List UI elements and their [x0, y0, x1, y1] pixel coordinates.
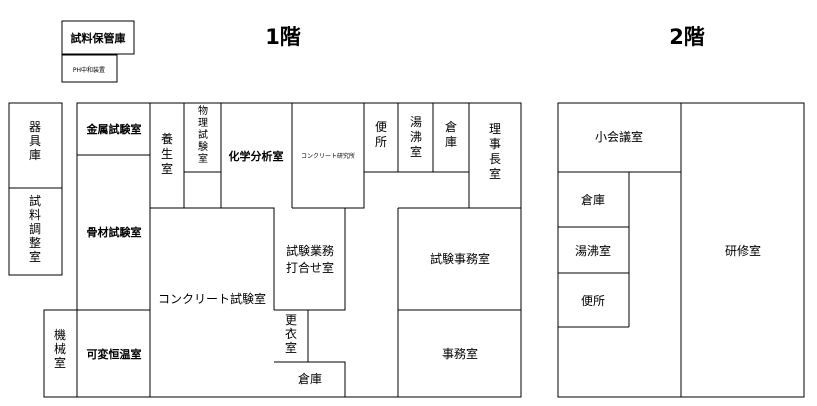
room-kettle-2f: 湯沸室 — [575, 243, 611, 258]
room-sample-storage: 試料保管庫 — [71, 31, 126, 45]
room-training: 研修室 — [725, 243, 761, 258]
wall-sample-storage — [61, 20, 135, 55]
room-small-meeting: 小会議室 — [595, 129, 643, 144]
floor2-heading: 2階 — [669, 25, 705, 49]
wall-floor1-main — [76, 102, 522, 398]
room-test-office: 試験事務室 — [430, 251, 490, 266]
room-concrete-test: コンクリート試験室 — [158, 291, 266, 306]
wall-sample-prep — [8, 187, 63, 276]
room-storage-2f: 倉庫 — [581, 192, 605, 207]
room-ph-neutralizer: PH中和装置 — [73, 66, 105, 74]
room-sample-prep: 試料調整室 — [29, 193, 41, 264]
room-storage-1f-small: 倉庫 — [445, 119, 457, 149]
room-kettle-1f: 湯沸室 — [410, 115, 422, 159]
floor1-heading: 1階 — [265, 25, 301, 49]
room-equipment-store: 器具庫 — [29, 120, 41, 162]
room-changing: 更衣室 — [285, 313, 297, 355]
room-chemistry: 化学分析室 — [229, 149, 284, 163]
room-director: 理事長室 — [489, 122, 501, 181]
room-physics-test: 物理試験室 — [198, 104, 208, 165]
room-machine-room: 機械室 — [54, 327, 66, 370]
room-aggregate-test: 骨材試験室 — [87, 225, 142, 239]
room-variable-temp: 可変恒温室 — [87, 347, 142, 361]
wall-ph-neutralizer — [61, 54, 118, 83]
room-curing: 養生室 — [161, 131, 173, 176]
room-toilet-2f: 便所 — [581, 294, 605, 308]
room-meeting-test: 試験業務打合せ室 — [286, 243, 334, 275]
room-concrete-lab: コンクリート研究所 — [301, 152, 355, 160]
room-metal-test: 金属試験室 — [86, 122, 142, 136]
room-storage-1f: 倉庫 — [298, 371, 322, 386]
room-office: 事務室 — [442, 346, 478, 361]
room-toilet-1f: 便所 — [375, 120, 387, 149]
wall-floor2 — [557, 102, 805, 398]
